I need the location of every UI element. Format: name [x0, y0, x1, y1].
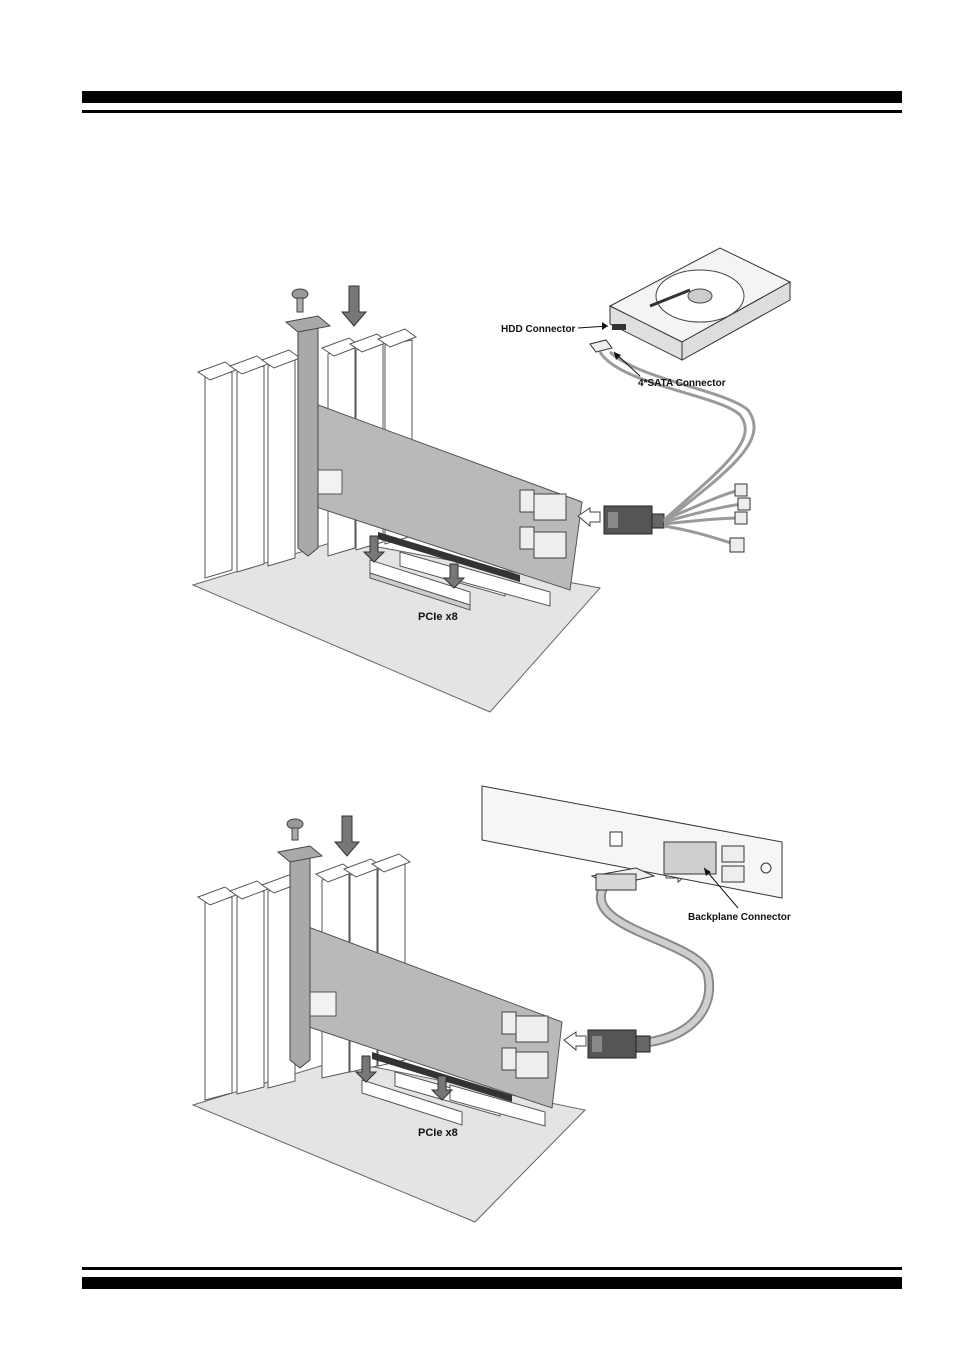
pcie-slot-label: PCIe x8	[418, 1127, 458, 1139]
sata-connector-label: 4*SATA Connector	[638, 378, 726, 389]
slot-covers	[196, 328, 418, 579]
card-bracket	[289, 849, 311, 1069]
screw-icon	[291, 288, 309, 313]
figure-backplane-installation: Backplane Connector PCIe x8	[191, 785, 791, 1223]
sata-plugs	[589, 339, 751, 553]
pcie-slot-label: PCIe x8	[418, 611, 458, 623]
pcie-slots	[369, 551, 551, 611]
figure-sata-installation: HDD Connector 4*SATA Connector PCIe x8	[191, 247, 792, 713]
sff-ports	[501, 1011, 549, 1079]
hdd-connector-label: HDD Connector	[501, 324, 576, 335]
minisas-connector	[603, 505, 665, 535]
header-rule-thick	[82, 91, 902, 103]
down-arrow-icon	[333, 815, 454, 1101]
hard-disk	[608, 247, 792, 361]
left-arrow-icon	[577, 507, 601, 528]
minisas-connector	[587, 1029, 651, 1059]
footer-rule-thin	[82, 1267, 902, 1270]
footer-rule-thick	[82, 1277, 902, 1289]
down-arrow-icon	[340, 285, 466, 589]
header-rule-thin	[82, 110, 902, 113]
backplane-connector-label: Backplane Connector	[688, 912, 791, 923]
screw-icon	[286, 818, 304, 841]
card-bracket	[297, 319, 319, 557]
left-arrow-icon	[563, 1031, 587, 1052]
gold-fingers	[378, 532, 520, 582]
sff-ports	[519, 489, 567, 559]
sata-fanout-cables	[598, 350, 756, 546]
backplane-plug	[590, 867, 656, 891]
